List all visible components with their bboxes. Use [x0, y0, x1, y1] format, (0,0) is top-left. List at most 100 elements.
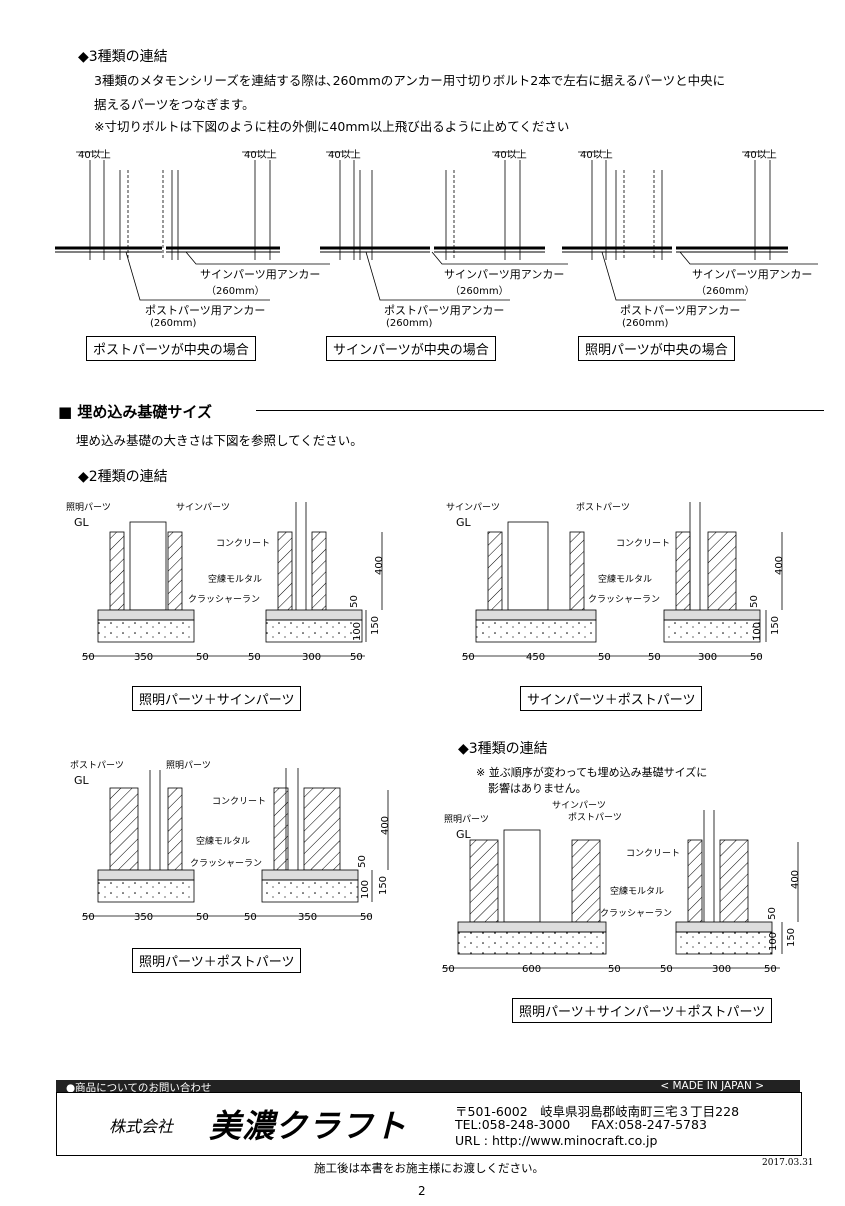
dim-50: 50 [648, 652, 661, 663]
label-light: 照明パーツ [166, 761, 211, 771]
dim-400: 400 [374, 555, 386, 576]
anchor-length: (260mm) [622, 318, 669, 329]
sign-anchor-label: サインパーツ用アンカー [444, 268, 565, 281]
anchor-length: (260mm) [386, 318, 433, 329]
case-post-center: ポストパーツが中央の場合 [86, 336, 256, 361]
dim-100: 100 [352, 621, 364, 642]
connect3-line2: 据えるパーツをつなぎます。 [94, 97, 255, 112]
label-mortar: 空練モルタル [598, 575, 653, 585]
dim-label: 40以上 [328, 150, 361, 161]
dim-400: 400 [790, 869, 802, 890]
anchor-length: (260mm) [150, 318, 197, 329]
label-light: 照明パーツ [66, 503, 111, 513]
dim-50: 50 [764, 964, 777, 975]
caption-light-sign: 照明パーツ＋サインパーツ [132, 686, 302, 711]
dim-label: 40以上 [580, 150, 613, 161]
made-in-japan: < MADE IN JAPAN > [660, 1080, 764, 1092]
dim-50: 50 [766, 907, 778, 920]
dim-600: 600 [522, 964, 542, 975]
company-logo: 美濃クラフト [209, 1107, 408, 1145]
label-gl: GL [74, 516, 89, 529]
dim-300: 300 [698, 652, 718, 663]
dim-label: 40以上 [78, 150, 111, 161]
anchor-length: （260mm） [206, 286, 265, 297]
dim-350: 350 [134, 652, 154, 663]
foundation-diagrams [82, 502, 799, 969]
label-mortar: 空練モルタル [196, 837, 251, 847]
dim-label: 40以上 [494, 150, 527, 161]
label-gl: GL [74, 774, 89, 787]
label-mortar: 空練モルタル [610, 887, 665, 897]
connect3-line3: ※寸切りボルトは下図のように柱の外側に40mm以上飛び出るように止めてください [94, 119, 570, 134]
dim-350: 350 [298, 912, 318, 923]
label-concrete: コンクリート [212, 797, 267, 807]
order-note: ※ 並ぶ順序が変わっても埋め込み基礎サイズに [476, 766, 708, 779]
label-crusher: クラッシャーラン [190, 859, 263, 869]
dim-150: 150 [770, 615, 782, 636]
dim-50: 50 [748, 595, 760, 608]
sign-anchor-label: サインパーツ用アンカー [692, 268, 813, 281]
handover-note: 施工後は本書をお施主様にお渡しください。 [314, 1161, 544, 1175]
website-link[interactable]: URL : http://www.minocraft.co.jp [455, 1133, 658, 1148]
sign-anchor-label: サインパーツ用アンカー [200, 268, 321, 281]
dim-50: 50 [442, 964, 455, 975]
case-sign-center: サインパーツが中央の場合 [326, 336, 496, 361]
dim-350: 350 [134, 912, 154, 923]
dim-100: 100 [360, 879, 372, 900]
post-anchor-label: ポストパーツ用アンカー [145, 304, 266, 317]
dim-50: 50 [608, 964, 621, 975]
dim-50: 50 [750, 652, 763, 663]
company-box: 株式会社 美濃クラフト 〒501-6002 岐阜県羽島郡岐南町三宅３丁目228 … [56, 1092, 802, 1156]
dim-300: 300 [302, 652, 322, 663]
dim-400: 400 [774, 555, 786, 576]
label-gl: GL [456, 828, 471, 841]
section-divider [256, 410, 824, 411]
contact-label: ●商品についてのお問い合わせ [66, 1082, 212, 1094]
dim-50: 50 [244, 912, 257, 923]
dim-50: 50 [82, 652, 95, 663]
label-crusher: クラッシャーラン [600, 909, 673, 919]
label-light: 照明パーツ [444, 815, 489, 825]
anchor-length: （260mm） [450, 286, 509, 297]
dim-50: 50 [462, 652, 475, 663]
label-post: ポストパーツ [70, 761, 124, 771]
dim-100: 100 [752, 621, 764, 642]
dim-50: 50 [356, 855, 368, 868]
caption-sign-post: サインパーツ＋ポストパーツ [520, 686, 703, 711]
label-post: ポストパーツ [568, 813, 622, 823]
dim-50: 50 [360, 912, 373, 923]
company-prefix: 株式会社 [109, 1117, 174, 1136]
post-anchor-label: ポストパーツ用アンカー [384, 304, 505, 317]
foundation-title: ■ 埋め込み基礎サイズ [58, 403, 212, 421]
dim-100: 100 [768, 931, 780, 952]
connect3-line1: 3種類のメタモンシリーズを連結する際は､260mmのアンカー用寸切りボルト2本で… [94, 73, 726, 88]
dim-300: 300 [712, 964, 732, 975]
label-sign: サインパーツ [552, 801, 606, 811]
dim-50: 50 [350, 652, 363, 663]
dim-label: 40以上 [244, 150, 277, 161]
dim-50: 50 [660, 964, 673, 975]
order-note-2: 影響はありません。 [488, 782, 587, 795]
dim-150: 150 [370, 615, 382, 636]
dim-400: 400 [380, 815, 392, 836]
page-number: 2 [418, 1184, 426, 1198]
connect3b-heading: ◆3種類の連結 [458, 741, 548, 757]
foundation-desc: 埋め込み基礎の大きさは下図を参照してください。 [76, 433, 363, 448]
dim-label: 40以上 [744, 150, 777, 161]
dim-450: 450 [526, 652, 546, 663]
label-concrete: コンクリート [216, 539, 271, 549]
label-concrete: コンクリート [616, 539, 671, 549]
label-crusher: クラッシャーラン [588, 595, 661, 605]
connect3-heading: ◆3種類の連結 [78, 49, 168, 65]
dim-150: 150 [786, 927, 798, 948]
anchor-diagrams [55, 151, 818, 301]
dim-50: 50 [248, 652, 261, 663]
dim-50: 50 [598, 652, 611, 663]
case-light-center: 照明パーツが中央の場合 [578, 336, 735, 361]
label-crusher: クラッシャーラン [188, 595, 261, 605]
dim-50: 50 [196, 652, 209, 663]
label-concrete: コンクリート [626, 849, 681, 859]
dim-150: 150 [378, 875, 390, 896]
label-sign: サインパーツ [176, 503, 230, 513]
fax: FAX:058-247-5783 [591, 1117, 707, 1132]
